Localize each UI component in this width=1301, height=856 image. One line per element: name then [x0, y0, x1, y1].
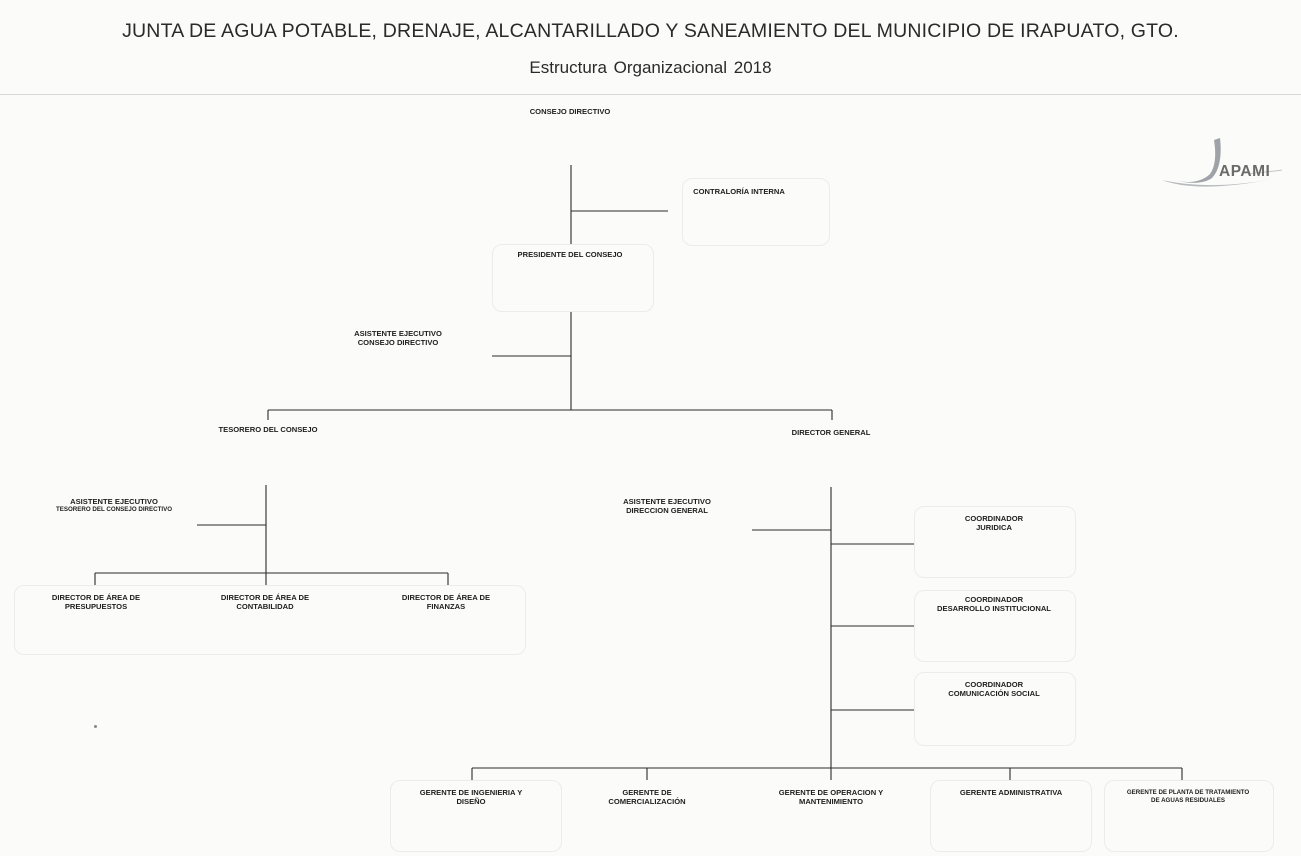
box-coord-comunicacion [914, 672, 1076, 746]
box-directores [14, 585, 526, 655]
node-tesorero-consejo: TESORERO DEL CONSEJO [218, 425, 318, 434]
box-gerente-planta [1104, 780, 1274, 852]
japami-logo-icon [1162, 138, 1283, 187]
node-director-general: DIRECTOR GENERAL [791, 428, 871, 437]
node-consejo-directivo: CONSEJO DIRECTIVO [529, 107, 611, 116]
page-subtitle: Estructura Organizacional 2018 [529, 58, 772, 77]
page-title: JUNTA DE AGUA POTABLE, DRENAJE, ALCANTAR… [122, 20, 1179, 42]
logo-text: APAMI [1219, 163, 1271, 180]
node-gerente-administrativa: GERENTE ADMINISTRATIVA [959, 788, 1063, 797]
box-gerente-administrativa [930, 780, 1092, 852]
box-contraloria [682, 178, 830, 246]
node-asistente-tesorero: ASISTENTE EJECUTIVO TESORERO DEL CONSEJO… [55, 497, 173, 513]
box-coord-desarrollo [914, 590, 1076, 662]
box-gerente-ingenieria [390, 780, 562, 852]
node-presidente-consejo: PRESIDENTE DEL CONSEJO [517, 250, 623, 259]
node-contraloria-interna: CONTRALORÍA INTERNA [693, 187, 785, 196]
box-coord-juridica [914, 506, 1076, 578]
box-presidente [492, 244, 654, 312]
header-divider [0, 94, 1301, 95]
scan-speck [94, 725, 97, 728]
